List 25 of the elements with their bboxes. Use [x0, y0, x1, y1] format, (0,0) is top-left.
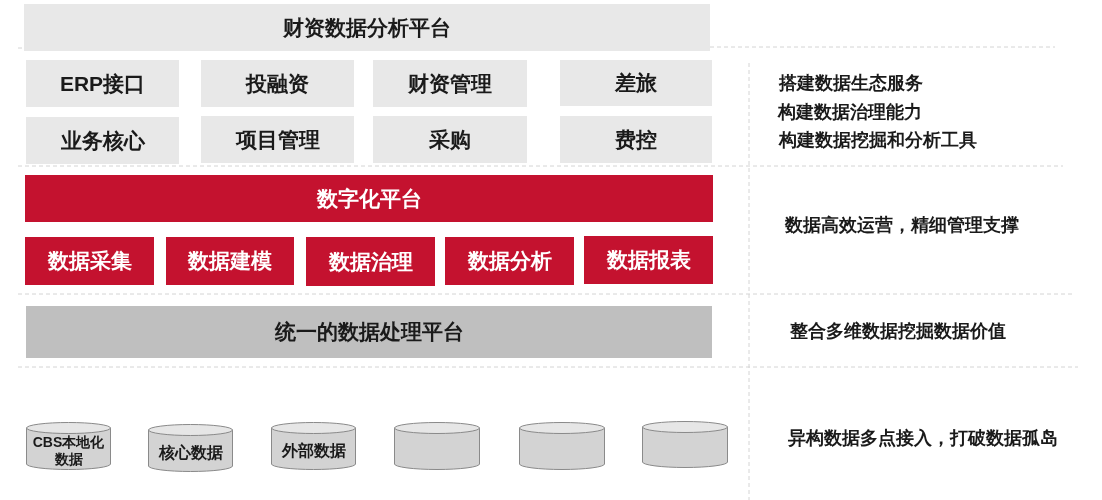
platform-box: 数据建模: [166, 237, 294, 285]
database-cylinder: [642, 421, 728, 468]
database-cylinder: [394, 422, 480, 470]
module-box: 业务核心: [26, 117, 179, 164]
module-box: ERP接口: [26, 60, 179, 107]
platform-box: 数据分析: [445, 237, 574, 285]
platform-box: 数据治理: [306, 237, 435, 286]
description-text: 数据高效运营，精细管理支撑: [785, 214, 1019, 237]
module-box: 费控: [560, 116, 712, 163]
description-text: 搭建数据生态服务: [779, 72, 923, 95]
module-box: 财资数据分析平台: [24, 4, 710, 51]
module-box: 财资管理: [373, 60, 527, 107]
description-text: 整合多维数据挖掘数据价值: [790, 320, 1006, 343]
module-box: 差旅: [560, 60, 712, 106]
description-text: 构建数据治理能力: [778, 101, 922, 124]
platform-box: 数字化平台: [25, 175, 713, 222]
database-cylinder: [519, 422, 605, 470]
platform-box: 统一的数据处理平台: [26, 306, 712, 358]
module-box: 投融资: [201, 60, 354, 107]
description-text: 构建数据挖掘和分析工具: [779, 129, 977, 152]
platform-box: 数据采集: [25, 237, 154, 285]
description-text: 异构数据多点接入，打破数据孤岛: [788, 427, 1058, 450]
platform-box: 数据报表: [584, 236, 713, 284]
module-box: 项目管理: [201, 116, 354, 163]
module-box: 采购: [373, 116, 527, 163]
